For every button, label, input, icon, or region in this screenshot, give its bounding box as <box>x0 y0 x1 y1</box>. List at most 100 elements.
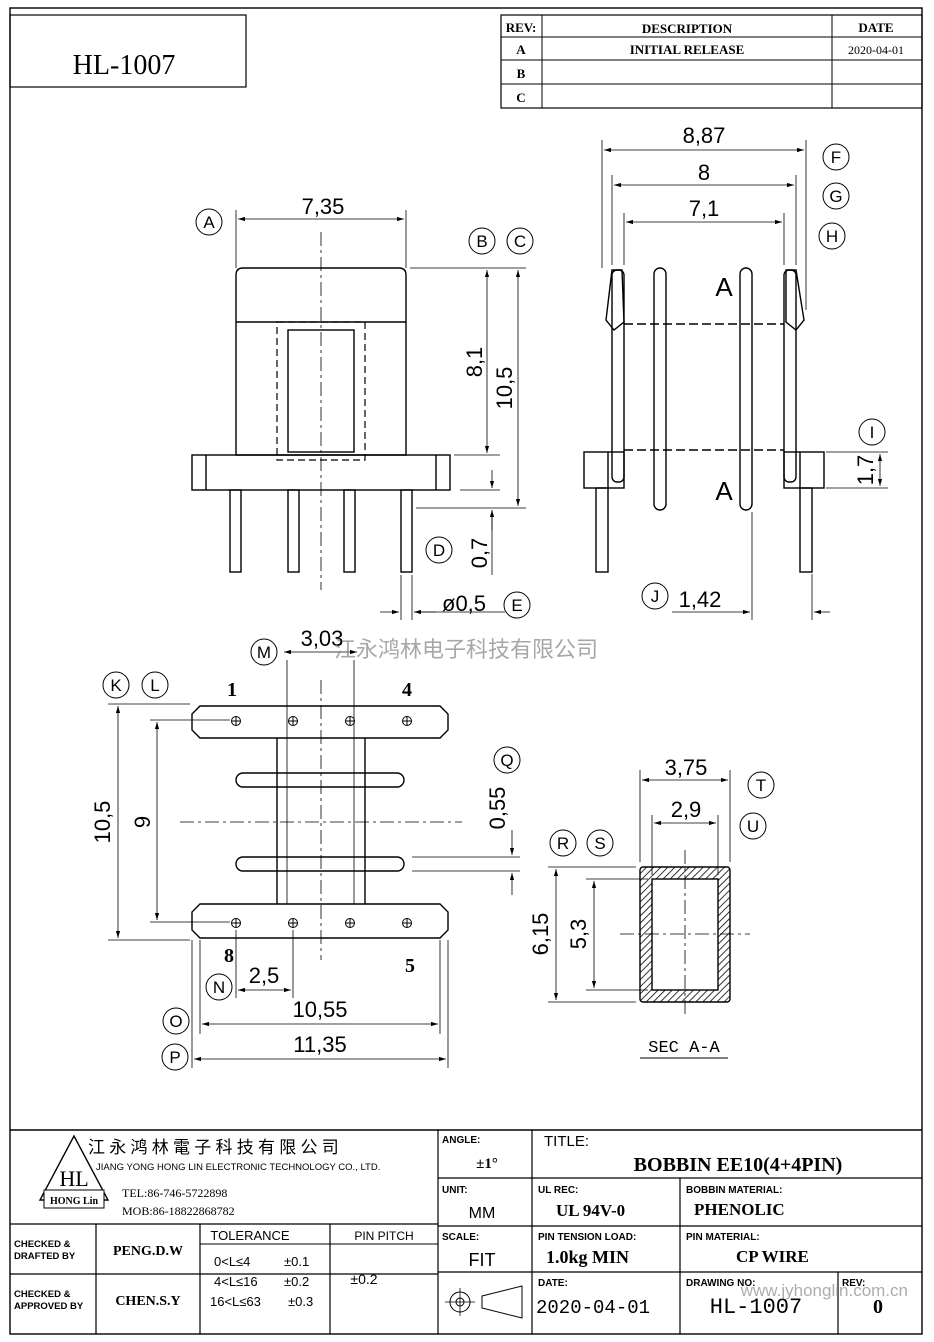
section-marker-bottom: A <box>715 476 733 506</box>
dim-b-height: 8,1 <box>462 347 487 378</box>
approved-by: CHEN.S.Y <box>115 1294 180 1309</box>
dim-j: 1,42 <box>679 587 722 612</box>
company-name-cn: 江 永 鸿 林 電 子 科 技 有 限 公 司 <box>88 1138 339 1157</box>
dim-m: 3,03 <box>301 626 344 651</box>
svg-text:P: P <box>169 1048 180 1067</box>
pin-pitch-label: PIN PITCH <box>354 1229 413 1243</box>
svg-text:M: M <box>257 643 271 662</box>
pin-number-1: 1 <box>227 679 237 701</box>
callout-d: D <box>425 536 453 564</box>
tol-range-1: 0<L≤4 <box>214 1254 250 1269</box>
pin-material-label: PIN MATERIAL: <box>686 1232 760 1243</box>
bobbin-material-value: PHENOLIC <box>694 1200 785 1219</box>
rev-value: 0 <box>873 1296 883 1318</box>
front-view-labels: 7,35 8,1 10,5 0,7 ø0,5 <box>302 194 517 616</box>
part-number-box: HL-1007 <box>9 14 247 88</box>
pin-pitch-value: ±0.2 <box>350 1271 377 1287</box>
svg-text:L: L <box>150 676 159 695</box>
dim-h: 7,1 <box>689 196 720 221</box>
unit-label: UNIT: <box>442 1185 468 1196</box>
approved-label-1: CHECKED & <box>14 1289 71 1300</box>
callout-s: S <box>586 829 614 857</box>
callout-t: T <box>747 771 775 799</box>
pin-material-value: CP WIRE <box>736 1247 809 1266</box>
callout-k: K <box>102 671 130 699</box>
callout-r: R <box>549 829 577 857</box>
title-block-text: HL HONG Lin 江 永 鸿 林 電 子 科 技 有 限 公 司 JIAN… <box>14 1133 908 1320</box>
side-view-labels: 8,87 8 7,1 A A 1,7 1,42 <box>679 123 878 612</box>
tol-value-2: ±0.2 <box>284 1274 309 1289</box>
pin-tension-value: 1.0kg MIN <box>546 1247 629 1267</box>
front-view <box>191 210 526 620</box>
tol-range-2: 4<L≤16 <box>214 1274 258 1289</box>
dim-s: 5,3 <box>566 919 591 950</box>
svg-text:Q: Q <box>500 751 513 770</box>
rev-b: B <box>517 66 526 81</box>
description-col-header: DESCRIPTION <box>642 21 733 36</box>
ul-value: UL 94V-0 <box>556 1201 625 1220</box>
website-watermark: www.jyhonglin.com.cn <box>740 1281 908 1300</box>
svg-text:K: K <box>110 676 122 695</box>
logo-mark: HL <box>59 1166 88 1191</box>
callouts: A B C D E F G H I J K L M N O P Q R S T … <box>102 143 886 1071</box>
company-name-en: JIANG YONG HONG LIN ELECTRONIC TECHNOLOG… <box>96 1162 380 1173</box>
svg-text:I: I <box>870 423 875 442</box>
bobbin-material-label: BOBBIN MATERIAL: <box>686 1185 782 1196</box>
svg-text:J: J <box>651 587 660 606</box>
dim-p: 11,35 <box>293 1032 346 1057</box>
rev-col-header: REV: <box>506 20 537 35</box>
callout-f: F <box>822 143 850 171</box>
section-label: SEC A-A <box>648 1039 720 1058</box>
callout-q: Q <box>493 746 521 774</box>
side-view <box>583 140 888 620</box>
date-value: 2020-04-01 <box>536 1297 650 1319</box>
pin-number-8: 8 <box>224 945 234 967</box>
tol-range-3: 16<L≤63 <box>210 1294 261 1309</box>
revision-table: REV: DESCRIPTION DATE A INITIAL RELEASE … <box>500 14 923 109</box>
dim-t: 3,75 <box>665 755 708 780</box>
svg-text:G: G <box>829 187 842 206</box>
callout-l: L <box>141 671 169 699</box>
title-label: TITLE: <box>544 1133 589 1150</box>
rev-a: A <box>516 42 526 57</box>
tolerance-label: TOLERANCE <box>210 1228 290 1243</box>
ul-label: UL REC: <box>538 1185 578 1196</box>
callout-j: J <box>641 582 669 610</box>
dim-n: 2,5 <box>249 963 280 988</box>
drawing-number-value: HL-1007 <box>710 1295 802 1320</box>
title-block <box>10 1129 922 1334</box>
scale-label: SCALE: <box>442 1232 479 1243</box>
callout-i: I <box>858 418 886 446</box>
callout-b: B <box>468 227 496 255</box>
callout-m: M <box>250 638 278 666</box>
dim-c-height: 10,5 <box>492 367 517 410</box>
callout-n: N <box>205 973 233 1001</box>
rev-label: REV: <box>842 1278 865 1289</box>
svg-text:D: D <box>433 541 445 560</box>
watermark-text: 江永鸿林电子科技有限公司 <box>334 637 598 662</box>
approved-label-2: APPROVED BY <box>14 1301 84 1312</box>
tol-value-3: ±0.3 <box>288 1294 313 1309</box>
svg-text:B: B <box>476 232 487 251</box>
callout-p: P <box>161 1043 189 1071</box>
svg-text:U: U <box>747 817 759 836</box>
callout-h: H <box>818 222 846 250</box>
company-tel: TEL:86-746-5722898 <box>122 1186 227 1200</box>
tol-value-1: ±0.1 <box>284 1254 309 1269</box>
section-view-labels: 3,75 2,9 6,15 5,3 SEC A-A <box>528 755 720 1058</box>
dim-d-pin-length: 0,7 <box>467 538 492 569</box>
dim-e-pin-diameter: ø0,5 <box>442 591 486 616</box>
callout-o: O <box>162 1007 190 1035</box>
dim-o: 10,55 <box>292 997 347 1022</box>
rev-a-description: INITIAL RELEASE <box>630 42 745 57</box>
dim-i: 1,7 <box>853 455 878 486</box>
svg-text:O: O <box>169 1012 182 1031</box>
svg-text:N: N <box>213 978 225 997</box>
unit-value: MM <box>469 1205 496 1222</box>
drafted-by: PENG.D.W <box>113 1244 183 1259</box>
svg-text:T: T <box>756 776 766 795</box>
callout-u: U <box>739 812 767 840</box>
sheet-border <box>9 7 923 1335</box>
callout-a: A <box>195 208 223 236</box>
